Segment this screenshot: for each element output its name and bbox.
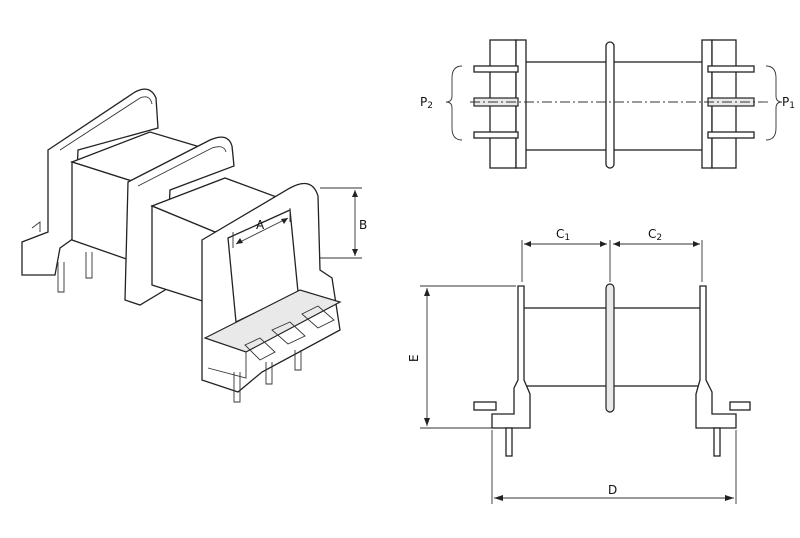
side-left-pin-v (505, 427, 513, 457)
label-c1: C1 (556, 227, 570, 243)
back-flange-edge (59, 96, 153, 151)
pin-slot-2 (271, 321, 306, 345)
dim-c-extension (521, 240, 703, 282)
p1-brace (765, 65, 783, 141)
top-divider (605, 41, 615, 169)
label-p1: P1 (782, 95, 795, 111)
dim-d-extension (491, 430, 737, 504)
p2-brace (445, 65, 463, 141)
label-b: B (359, 218, 367, 232)
side-left-pin-h (473, 401, 497, 411)
top-right-pin-3 (707, 131, 755, 139)
side-left-flange (491, 285, 531, 429)
dim-b-extension (320, 187, 362, 259)
back-pin-left (57, 262, 65, 293)
side-right-flange (695, 285, 737, 429)
top-view: P2 P1 (420, 39, 795, 169)
pin-slot-3 (301, 305, 335, 329)
label-d: D (608, 483, 617, 497)
isometric-view: A B (21, 88, 367, 403)
pin-slot-1 (244, 337, 276, 361)
front-pin-3 (294, 350, 302, 371)
front-base-rail (203, 289, 342, 353)
dim-b-arrows (352, 190, 358, 256)
dim-e-extension (420, 285, 516, 429)
base-rail-side (207, 352, 247, 379)
front-pin-1 (233, 372, 241, 403)
side-right-pin-v (713, 427, 721, 457)
middle-flange-edge (137, 146, 227, 187)
top-left-pin-3 (473, 131, 519, 139)
side-view: C1 C2 E D (407, 227, 751, 504)
dim-a-arrows (236, 218, 288, 244)
top-left-pin-1 (473, 65, 519, 73)
label-p2: P2 (420, 95, 433, 111)
label-c2: C2 (648, 227, 662, 243)
back-pin-right (85, 252, 93, 279)
dim-a-line (235, 217, 289, 245)
dim-a-extension (232, 208, 291, 248)
back-tab (31, 221, 41, 232)
label-e: E (407, 354, 421, 362)
side-right-pin-h (729, 401, 751, 411)
side-divider (605, 283, 615, 413)
label-a: A (256, 218, 265, 232)
back-flange (21, 88, 159, 276)
front-pin-2 (265, 362, 273, 385)
top-right-pin-1 (707, 65, 755, 73)
